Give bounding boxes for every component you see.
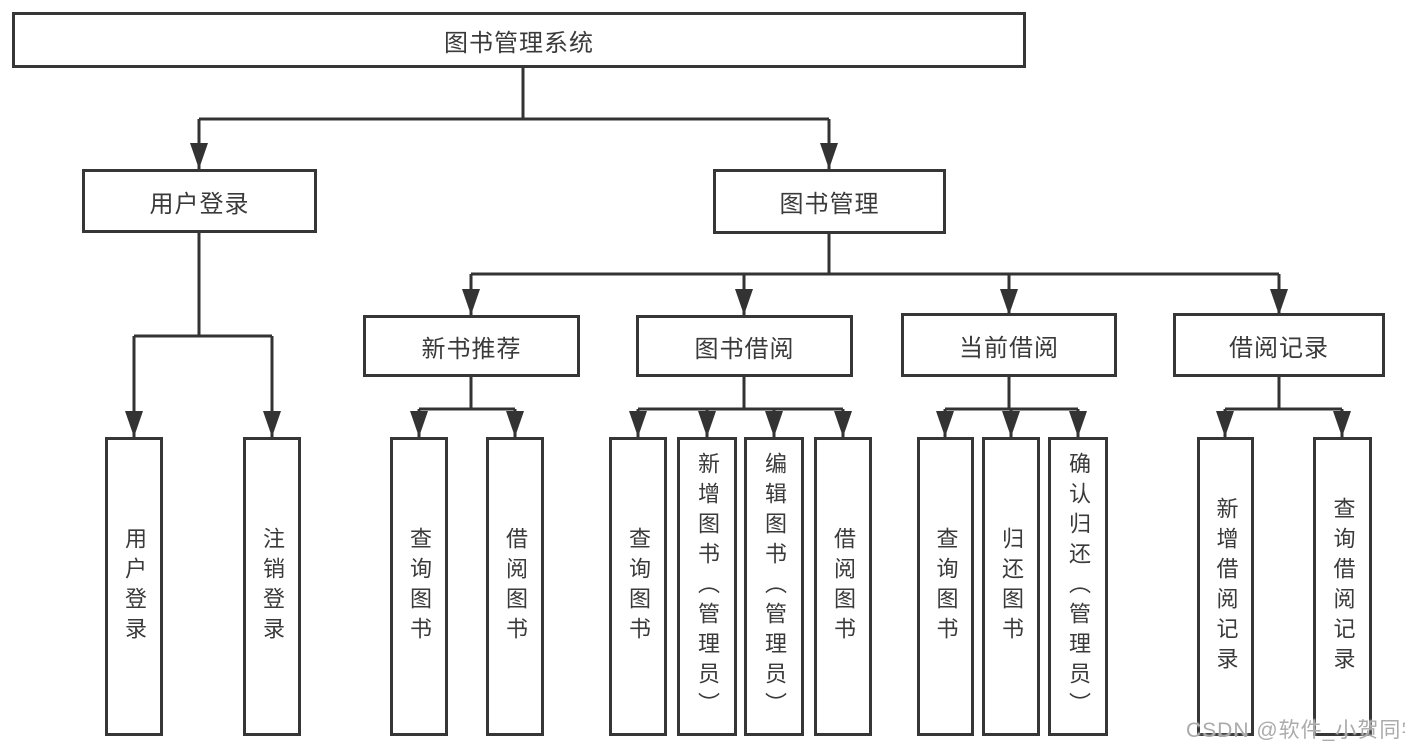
node-query-books-3: 查询图书 (917, 437, 974, 736)
node-book-management: 图书管理 (713, 169, 946, 234)
tree-edges (132, 68, 1344, 437)
node-query-borrow-record: 查询借阅记录 (1313, 437, 1372, 736)
node-library-management-system: 图书管理系统 (12, 12, 1026, 68)
node-return-book: 归还图书 (982, 437, 1040, 736)
node-book-borrowing: 图书借阅 (636, 315, 853, 377)
node-borrow-books-2: 借阅图书 (814, 437, 872, 736)
node-edit-book-admin: 编辑图书（管理员） (744, 437, 804, 736)
node-new-book-recommendation: 新书推荐 (363, 315, 580, 377)
node-borrowing-records: 借阅记录 (1173, 313, 1385, 377)
csdn-watermark: CSDN @软件_小贺同学 (1186, 719, 1405, 742)
node-add-book-admin: 新增图书（管理员） (677, 437, 737, 736)
node-current-borrowing: 当前借阅 (901, 313, 1117, 377)
node-user-login-leaf: 用户登录 (105, 437, 163, 736)
node-logout: 注销登录 (243, 437, 301, 736)
node-add-borrow-record: 新增借阅记录 (1197, 437, 1254, 736)
node-confirm-return-admin: 确认归还（管理员） (1048, 437, 1108, 736)
arrowheads (125, 143, 1351, 437)
node-user-login: 用户登录 (82, 169, 317, 233)
node-borrow-books-1: 借阅图书 (486, 437, 544, 736)
node-query-books-1: 查询图书 (390, 437, 448, 736)
node-query-books-2: 查询图书 (609, 437, 667, 736)
